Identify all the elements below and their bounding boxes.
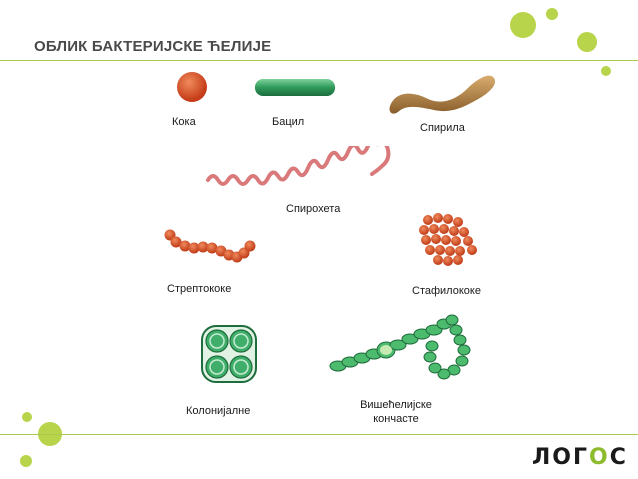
logo-text-right: С — [609, 445, 628, 470]
streptococci-illustration — [164, 229, 256, 263]
logo-text-left: ЛОГ — [532, 445, 589, 470]
label-streptokoke: Стрептококе — [167, 283, 232, 295]
spirochete-illustration — [206, 146, 391, 186]
staphylococci-illustration — [419, 213, 477, 266]
label-kolonijalne: Колонијалне — [186, 405, 251, 417]
label-visecelijske: Вишећелијске кончасте — [360, 399, 432, 425]
logo-text-accent: О — [589, 445, 610, 470]
label-stafilokoke: Стафилококе — [412, 285, 481, 297]
decor-circle — [546, 8, 558, 20]
label-koka: Кока — [172, 116, 196, 128]
page-title: ОБЛИК БАКТЕРИЈСКЕ ЋЕЛИЈЕ — [34, 38, 272, 55]
decor-circle — [601, 66, 611, 76]
decor-circle — [20, 455, 32, 467]
footer-divider — [0, 434, 638, 435]
filamentous-illustration — [329, 314, 471, 380]
colonial-illustration — [201, 325, 257, 383]
decor-circle — [577, 32, 597, 52]
decor-circle — [510, 12, 536, 38]
label-spiroheta: Спирохета — [286, 203, 341, 215]
bacillus-illustration — [255, 79, 335, 96]
decor-circle — [22, 412, 32, 422]
label-spirila: Спирила — [420, 122, 465, 134]
spirillum-illustration — [389, 75, 496, 114]
title-divider — [0, 60, 638, 61]
coccus-illustration — [177, 72, 207, 102]
label-bacil: Бацил — [272, 116, 305, 128]
logos-logo: ЛОГОС — [532, 445, 628, 470]
